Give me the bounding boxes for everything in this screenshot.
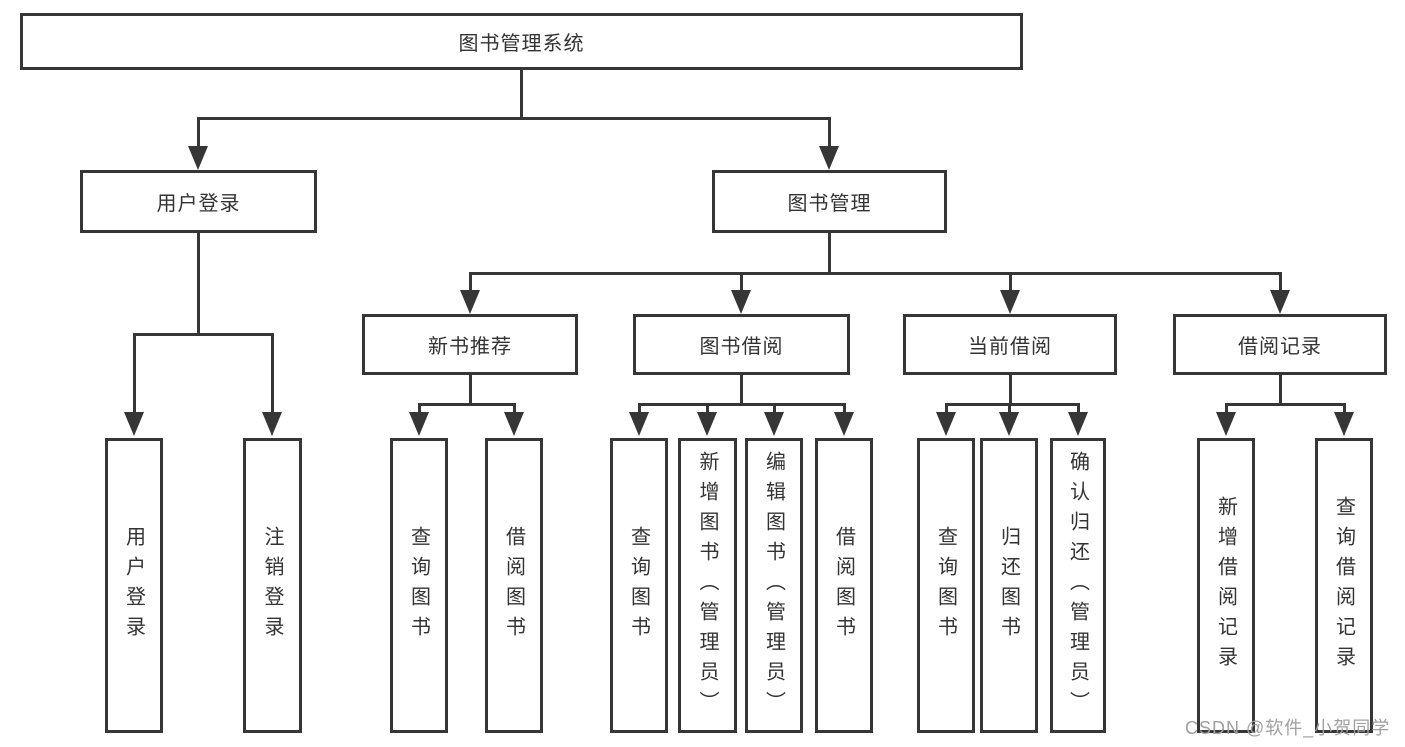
- arrowhead-query-book-3: [936, 412, 956, 436]
- arrow-shaft-edit-book: [773, 403, 776, 414]
- arrow-shaft-borrow-records: [1279, 272, 1282, 292]
- connector-new-book-stub: [469, 375, 472, 406]
- connector-level3-hline: [469, 272, 1282, 275]
- connector-new-book-hline: [418, 403, 516, 406]
- arrowhead-edit-book: [764, 412, 784, 436]
- arrowhead-current-borrow: [1000, 290, 1020, 314]
- watermark-text: CSDN @软件_小贺同学: [1185, 718, 1391, 738]
- node-current-borrow: 当前借阅: [903, 314, 1117, 375]
- leaf-return-book: 归还图书: [980, 438, 1038, 733]
- connector-book-borrow-hline: [638, 403, 846, 406]
- arrow-shaft-confirm-return: [1077, 403, 1080, 414]
- arrow-shaft-user-login: [197, 117, 200, 148]
- arrowhead-borrow-book-2: [834, 412, 854, 436]
- connector-borrow-records-hline: [1225, 403, 1346, 406]
- arrow-shaft-leaf-logout: [271, 333, 274, 414]
- connector-current-borrow-stub: [1009, 375, 1012, 406]
- connector-user-login-stub: [197, 233, 200, 335]
- arrow-shaft-query-book-1: [418, 403, 421, 414]
- arrow-shaft-book-borrow: [740, 272, 743, 292]
- arrow-shaft-add-book: [706, 403, 709, 414]
- arrow-shaft-borrow-book-2: [843, 403, 846, 414]
- leaf-query-book-current: 查询图书: [917, 438, 975, 733]
- connector-book-management-stub: [828, 233, 831, 274]
- arrowhead-leaf-logout: [262, 412, 282, 436]
- arrow-shaft-current-borrow: [1009, 272, 1012, 292]
- arrow-shaft-borrow-book-1: [513, 403, 516, 414]
- arrowhead-confirm-return: [1068, 412, 1088, 436]
- arrowhead-add-book: [697, 412, 717, 436]
- node-root: 图书管理系统: [20, 13, 1023, 70]
- arrow-shaft-query-borrow-record: [1343, 403, 1346, 414]
- arrowhead-query-book-2: [629, 412, 649, 436]
- leaf-borrow-book-recommend: 借阅图书: [485, 438, 543, 733]
- leaf-user-login: 用户登录: [105, 438, 163, 733]
- arrowhead-return-book: [999, 412, 1019, 436]
- connector-borrow-records-stub: [1279, 375, 1282, 406]
- arrow-shaft-book-management: [828, 117, 831, 148]
- connector-root-stub: [520, 70, 523, 117]
- connector-current-borrow-hline: [945, 403, 1080, 406]
- leaf-edit-book-admin: 编辑图书（管理员）: [745, 438, 803, 733]
- arrow-shaft-new-book: [469, 272, 472, 292]
- arrowhead-add-borrow-record: [1216, 412, 1236, 436]
- leaf-borrow-book: 借阅图书: [815, 438, 873, 733]
- node-book-management: 图书管理: [712, 170, 947, 233]
- leaf-add-book-admin: 新增图书（管理员）: [678, 438, 737, 733]
- leaf-query-book-recommend: 查询图书: [390, 438, 448, 733]
- arrowhead-leaf-user-login: [124, 412, 144, 436]
- connector-book-borrow-stub: [740, 375, 743, 406]
- arrowhead-book-management: [819, 146, 839, 170]
- arrowhead-borrow-records: [1270, 290, 1290, 314]
- leaf-confirm-return-admin: 确认归还（管理员）: [1050, 438, 1106, 733]
- leaf-add-borrow-record: 新增借阅记录: [1197, 438, 1255, 733]
- arrowhead-user-login: [188, 146, 208, 170]
- leaf-logout: 注销登录: [243, 438, 302, 733]
- arrow-shaft-return-book: [1008, 403, 1011, 414]
- node-borrow-records: 借阅记录: [1173, 314, 1387, 375]
- node-new-book-recommend: 新书推荐: [362, 314, 578, 375]
- connector-level1-hline: [197, 117, 831, 120]
- arrow-shaft-leaf-user-login: [133, 333, 136, 414]
- node-book-borrow: 图书借阅: [633, 314, 850, 375]
- node-user-login: 用户登录: [80, 170, 317, 233]
- arrowhead-book-borrow: [731, 290, 751, 314]
- leaf-query-borrow-record: 查询借阅记录: [1315, 438, 1373, 733]
- arrow-shaft-query-book-3: [945, 403, 948, 414]
- connector-user-login-hline: [133, 333, 274, 336]
- arrowhead-new-book: [460, 290, 480, 314]
- arrowhead-query-book-1: [409, 412, 429, 436]
- arrow-shaft-add-borrow-record: [1225, 403, 1228, 414]
- arrow-shaft-query-book-2: [638, 403, 641, 414]
- leaf-query-book-borrow: 查询图书: [610, 438, 668, 733]
- arrowhead-borrow-book-1: [504, 412, 524, 436]
- arrowhead-query-borrow-record: [1334, 412, 1354, 436]
